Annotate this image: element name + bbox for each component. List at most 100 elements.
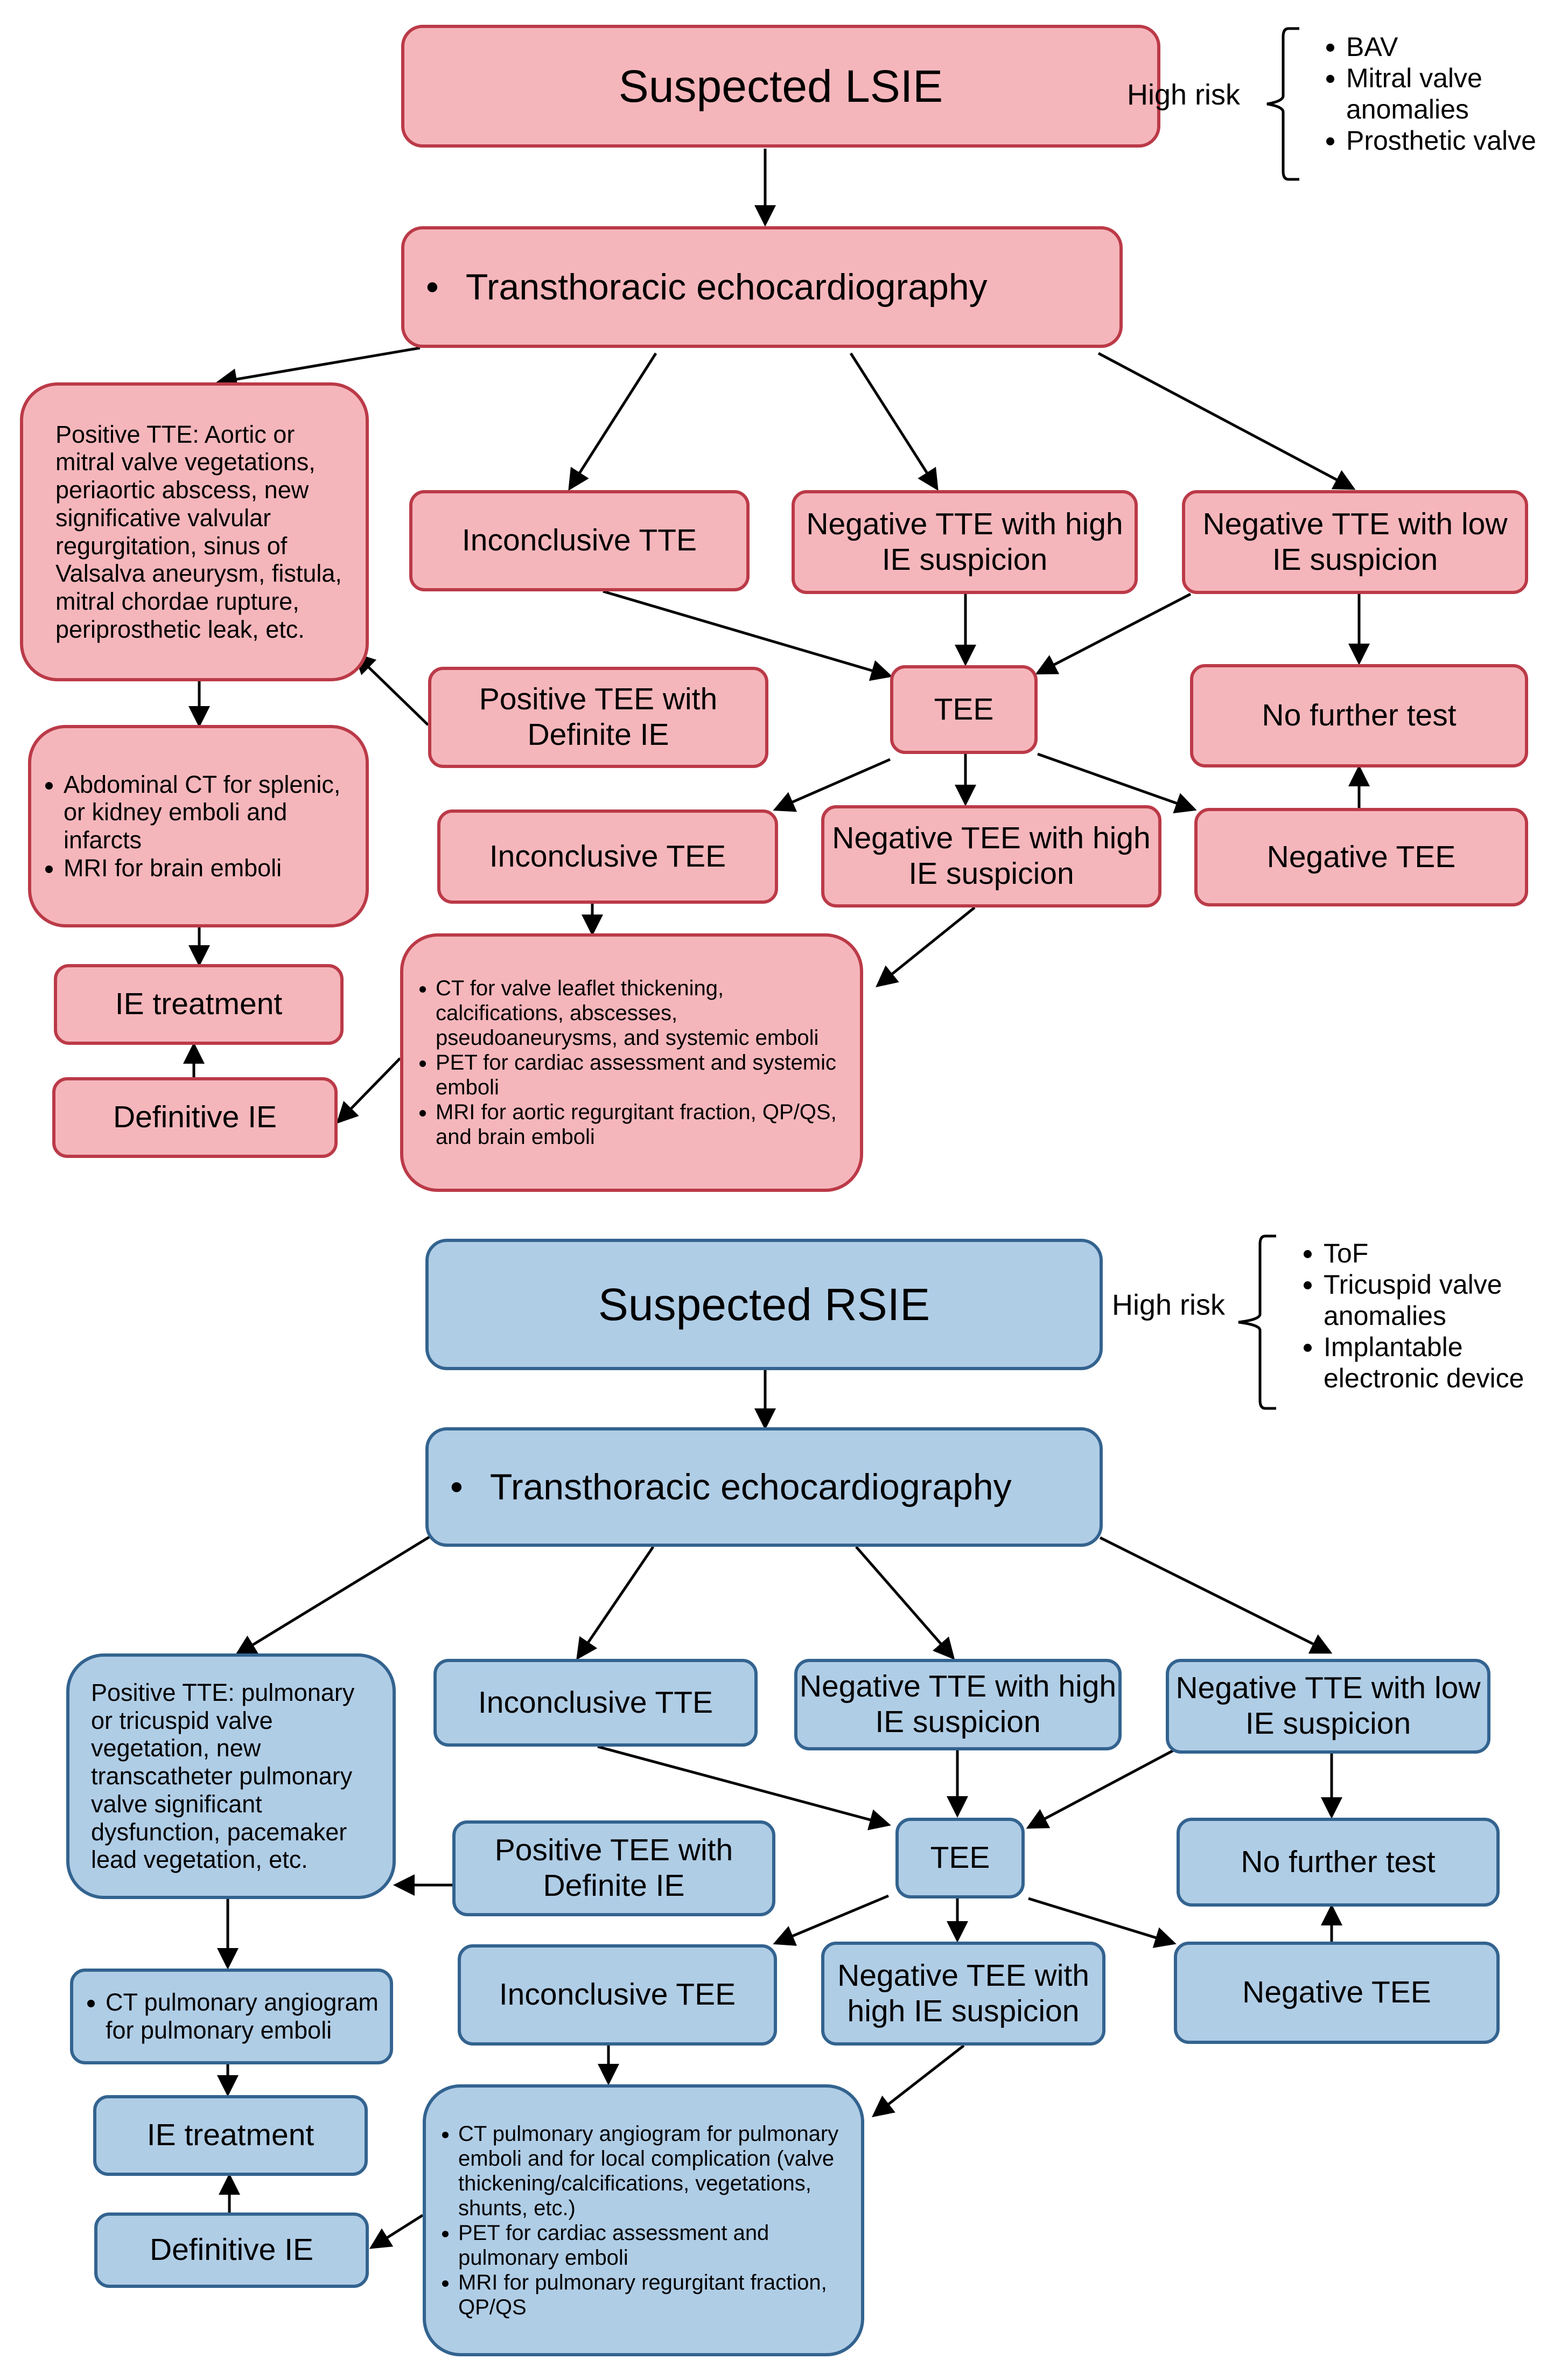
- lsie-high-risk-list: BAV Mitral valve anomalies Prosthetic va…: [1314, 31, 1568, 156]
- rsie-neg-tee-high-label: Negative TEE with high IE suspicion: [837, 1958, 1089, 2028]
- lsie-imaging-box: Abdominal CT for splenic, or kidney embo…: [28, 725, 369, 927]
- rsie-imaging-box: CT pulmonary angiogram for pulmonary emb…: [70, 1969, 393, 2064]
- arrow: [597, 1745, 891, 1831]
- arrow: [215, 346, 421, 390]
- lsie-neg-tte-high-box: Negative TTE with high IE suspicion: [792, 490, 1138, 594]
- imaging-item: CT pulmonary angiogram for pulmonary emb…: [106, 1988, 390, 2044]
- lsie-ie-treatment-box: IE treatment: [54, 964, 344, 1045]
- rsie-neg-tee-high-box: Negative TEE with high IE suspicion: [821, 1942, 1105, 2046]
- arrow: [1028, 1897, 1177, 1948]
- risk-item: BAV: [1346, 31, 1568, 62]
- lsie-inconclusive-tte-box: Inconclusive TTE: [409, 490, 750, 591]
- rsie-inconclusive-tee-label: Inconclusive TEE: [499, 1977, 736, 2012]
- suspected-lsie-label: Suspected LSIE: [618, 60, 943, 111]
- lsie-tee-label: TEE: [934, 692, 994, 727]
- risk-item: Implantable electronic device: [1324, 1331, 1568, 1394]
- lsie-no-further-test-label: No further test: [1262, 698, 1457, 733]
- lsie-neg-tte-low-label: Negative TTE with low IE suspicion: [1202, 506, 1508, 577]
- arrow: [568, 352, 657, 491]
- advanced-item: MRI for pulmonary regurgitant fraction, …: [458, 2270, 850, 2320]
- lsie-no-further-test-box: No further test: [1190, 664, 1528, 767]
- lsie-neg-tee-box: Negative TEE: [1194, 808, 1528, 906]
- rsie-definitive-ie-label: Definitive IE: [149, 2232, 314, 2267]
- rsie-high-risk-label: High risk: [1112, 1289, 1226, 1321]
- arrow: [773, 758, 891, 812]
- rsie-advanced-imaging-box: CT pulmonary angiogram for pulmonary emb…: [423, 2084, 864, 2356]
- rsie-no-further-test-box: No further test: [1177, 1818, 1500, 1907]
- lsie-neg-tee-high-label: Negative TEE with high IE suspicion: [832, 821, 1151, 891]
- lsie-tte-box: •Transthoracic echocardiography: [401, 226, 1123, 348]
- rsie-inconclusive-tte-label: Inconclusive TTE: [478, 1685, 713, 1720]
- rsie-high-risk-list: ToF Tricuspid valve anomalies Implantabl…: [1291, 1238, 1568, 1394]
- advanced-item: CT pulmonary angiogram for pulmonary emb…: [458, 2121, 850, 2221]
- rsie-neg-tee-box: Negative TEE: [1174, 1942, 1500, 2044]
- arrow: [336, 1057, 401, 1124]
- arrow: [855, 1546, 955, 1660]
- imaging-item: Abdominal CT for splenic, or kidney embo…: [64, 771, 366, 854]
- rsie-ie-treatment-box: IE treatment: [93, 2095, 368, 2176]
- rsie-ie-treatment-label: IE treatment: [146, 2118, 314, 2153]
- arrow: [1037, 752, 1197, 814]
- arrow: [603, 590, 893, 681]
- lsie-inconclusive-tte-label: Inconclusive TTE: [461, 523, 697, 558]
- risk-item: ToF: [1324, 1238, 1568, 1269]
- rsie-advanced-imaging-list: CT pulmonary angiogram for pulmonary emb…: [426, 2121, 861, 2320]
- risk-item: Mitral valve anomalies: [1346, 62, 1568, 125]
- rsie-positive-tte-label: Positive TTE: pulmonary or tricuspid val…: [91, 1678, 355, 1874]
- suspected-rsie-box: Suspected RSIE: [425, 1239, 1103, 1370]
- rsie-neg-tte-low-label: Negative TTE with low IE suspicion: [1175, 1671, 1481, 1741]
- lsie-definitive-ie-box: Definitive IE: [52, 1077, 338, 1158]
- lsie-positive-tte-label: Positive TTE: Aortic or mitral valve veg…: [55, 420, 342, 643]
- arrow: [234, 1530, 440, 1656]
- suspected-rsie-label: Suspected RSIE: [598, 1279, 930, 1330]
- rsie-tee-box: TEE: [895, 1818, 1025, 1899]
- lsie-positive-tte-box: Positive TTE: Aortic or mitral valve veg…: [20, 382, 369, 681]
- rsie-definitive-ie-box: Definitive IE: [94, 2213, 369, 2288]
- suspected-lsie-box: Suspected LSIE: [401, 25, 1160, 148]
- rsie-risk-brace: [1238, 1234, 1276, 1410]
- rsie-tee-label: TEE: [930, 1840, 990, 1875]
- lsie-risk-brace: [1266, 27, 1299, 181]
- lsie-inconclusive-tee-label: Inconclusive TEE: [489, 839, 726, 874]
- advanced-item: PET for cardiac assessment and systemic …: [436, 1050, 849, 1100]
- rsie-inconclusive-tte-box: Inconclusive TTE: [433, 1659, 758, 1747]
- lsie-neg-tte-low-box: Negative TTE with low IE suspicion: [1182, 490, 1528, 594]
- lsie-imaging-list: Abdominal CT for splenic, or kidney embo…: [31, 771, 366, 882]
- rsie-inconclusive-tee-box: Inconclusive TEE: [458, 1944, 777, 2046]
- lsie-high-risk-label: High risk: [1127, 79, 1241, 111]
- lsie-inconclusive-tee-box: Inconclusive TEE: [437, 809, 778, 904]
- lsie-tee-box: TEE: [890, 665, 1038, 754]
- arrow: [849, 352, 939, 491]
- rsie-positive-tee-box: Positive TEE with Definite IE: [452, 1820, 775, 1916]
- lsie-definitive-ie-label: Definitive IE: [113, 1100, 277, 1135]
- advanced-item: MRI for aortic regurgitant fraction, QP/…: [436, 1100, 849, 1149]
- lsie-positive-tee-label: Positive TEE with Definite IE: [479, 682, 718, 752]
- rsie-positive-tee-label: Positive TEE with Definite IE: [494, 1833, 733, 1903]
- risk-item: Tricuspid valve anomalies: [1324, 1269, 1568, 1331]
- lsie-neg-tee-high-box: Negative TEE with high IE suspicion: [821, 805, 1161, 908]
- arrow: [1099, 1536, 1333, 1654]
- rsie-neg-tte-high-label: Negative TTE with high IE suspicion: [799, 1669, 1117, 1739]
- risk-item: Prosthetic valve: [1346, 125, 1568, 156]
- arrow: [1035, 592, 1192, 675]
- lsie-advanced-imaging-list: CT for valve leaflet thickening, calcifi…: [403, 976, 860, 1149]
- rsie-tte-label: Transthoracic echocardiography: [489, 1466, 1012, 1507]
- lsie-neg-tee-label: Negative TEE: [1266, 839, 1456, 874]
- arrow: [1097, 352, 1356, 490]
- lsie-positive-tee-box: Positive TEE with Definite IE: [428, 667, 768, 768]
- rsie-neg-tte-low-box: Negative TTE with low IE suspicion: [1166, 1659, 1490, 1754]
- rsie-neg-tee-label: Negative TEE: [1242, 1975, 1431, 2010]
- arrow: [353, 652, 429, 726]
- arrow: [576, 1546, 655, 1660]
- arrow: [876, 906, 976, 988]
- advanced-item: CT for valve leaflet thickening, calcifi…: [436, 976, 849, 1050]
- advanced-item: PET for cardiac assessment and pulmonary…: [458, 2221, 850, 2270]
- rsie-imaging-list: CT pulmonary angiogram for pulmonary emb…: [73, 1988, 390, 2044]
- arrow: [872, 2044, 965, 2118]
- lsie-neg-tte-high-label: Negative TTE with high IE suspicion: [806, 506, 1123, 577]
- arrow: [773, 1894, 889, 1946]
- lsie-advanced-imaging-box: CT for valve leaflet thickening, calcifi…: [400, 933, 863, 1192]
- lsie-tte-label: Transthoracic echocardiography: [465, 266, 988, 308]
- rsie-neg-tte-high-box: Negative TTE with high IE suspicion: [794, 1659, 1122, 1750]
